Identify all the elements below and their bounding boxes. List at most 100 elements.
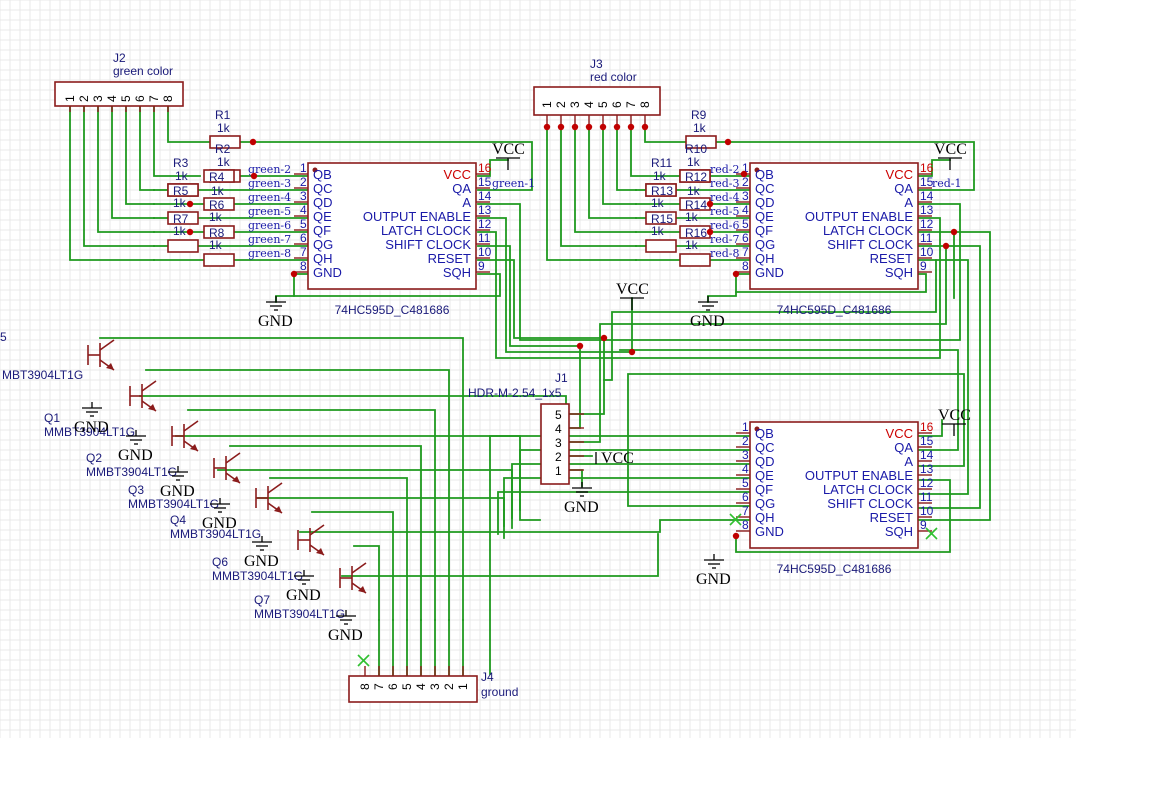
resistor-ref: R2 (215, 142, 231, 156)
chip-pin-number-left: 6 (300, 231, 307, 245)
chip-pin-name-right: LATCH CLOCK (823, 482, 913, 497)
j1-value: HDR-M-2.54_1x5 (468, 386, 562, 400)
chip-pin-number-left: 2 (742, 434, 749, 448)
net-label-green: green-3 (248, 177, 291, 190)
gnd-label: GND (690, 313, 725, 330)
vcc-label: VCC (492, 141, 525, 158)
net-label-green: green-6 (248, 219, 291, 232)
chip-pin-name-right: SHIFT CLOCK (385, 237, 471, 252)
transistor-value: MMBT3904LT1G (128, 497, 219, 511)
resistor-ref: R10 (685, 142, 707, 156)
chip-pin-number-right: 10 (920, 504, 934, 518)
resistor-ref: R7 (173, 212, 189, 226)
chip-pin-number-right: 11 (920, 231, 933, 245)
no-connect-marks (357, 513, 938, 667)
chip-pin-name-right: SHIFT CLOCK (827, 237, 913, 252)
connector-pin-number: 8 (638, 101, 652, 108)
chip-pin-name-left: QB (755, 426, 774, 441)
connector-pin-number: 1 (456, 683, 470, 690)
chip-pin-number-right: 15 (478, 175, 492, 189)
chip-pin-name-right: OUTPUT ENABLE (805, 468, 913, 483)
j1-pin-number: 5 (555, 408, 562, 422)
vcc-label: VCC (616, 281, 649, 298)
net-label-green: green-4 (248, 191, 291, 204)
chip-pin-number-left: 4 (300, 203, 307, 217)
transistor-value: MMBT3904LT1G (44, 425, 135, 439)
chip-pin-name-right: OUTPUT ENABLE (363, 209, 471, 224)
resistor-value: 1k (687, 155, 701, 169)
chip-pin-number-left: 2 (742, 175, 749, 189)
gnd-label: GND (286, 587, 321, 604)
chip-pin-name-right: A (904, 454, 913, 469)
connector-pin-number: 4 (414, 683, 428, 690)
connector-pin-number: 8 (161, 95, 175, 102)
j3-value: red color (590, 70, 637, 84)
connector-pin-number: 1 (63, 95, 77, 102)
resistor-body (203, 197, 235, 211)
resistor-ref: R13 (651, 184, 673, 198)
resistor-ref: R4 (209, 170, 225, 184)
vcc-label: VCC (934, 141, 967, 158)
resistor-value: 1k (175, 169, 189, 183)
resistor-value: 1k (173, 224, 187, 238)
chip-pin-name-right: SQH (443, 265, 471, 280)
gnd-label: GND (160, 483, 195, 500)
j4-value: ground (481, 685, 518, 699)
resistor-ref: R5 (173, 184, 189, 198)
chip-pin-number-left: 5 (300, 217, 307, 231)
chip-pin-number-right: 12 (920, 476, 934, 490)
resistor-ref: R6 (209, 198, 225, 212)
chip-pin-number-left: 4 (742, 203, 749, 217)
chip-pin-number-right: 14 (920, 189, 934, 203)
gnd-label: GND (696, 571, 731, 588)
resistor-value: 1k (217, 121, 231, 135)
chip-body (307, 162, 477, 290)
j3-ref: J3 (590, 57, 603, 71)
chip-pin-name-left: QC (313, 181, 333, 196)
chip-pin-number-right: 13 (920, 203, 934, 217)
transistor-value: MMBT3904LT1G (170, 527, 261, 541)
resistor-ref: R12 (685, 170, 707, 184)
vcc-label: VCC (938, 407, 971, 424)
chip-pin-number-left: 8 (300, 259, 307, 273)
chip-pin-number-left: 6 (742, 231, 749, 245)
chip-pin-name-right: RESET (870, 510, 913, 525)
net-label-red: red-8 (710, 247, 740, 260)
connector-pin-number: 2 (77, 95, 91, 102)
gnd-label: GND (328, 627, 363, 644)
chip-pin-number-left: 3 (742, 189, 749, 203)
chip-pin-number-right: 14 (920, 448, 934, 462)
connector-pin-number: 7 (624, 101, 638, 108)
net-label-red: red-1 (932, 177, 962, 190)
chip-pin-number-right: 16 (478, 161, 492, 175)
junctions (186, 123, 958, 540)
resistor-body (203, 169, 235, 183)
net-label-red: red-3 (710, 177, 740, 190)
gnd-label: GND (118, 447, 153, 464)
chip-value: 74HC595D_C481686 (777, 303, 892, 317)
transistor-array[interactable]: 5MBT3904LT1GQ1MMBT3904LT1GQ2MMBT3904LT1G… (0, 330, 367, 621)
transistor-ref: Q7 (254, 593, 270, 607)
resistor-body (167, 183, 199, 197)
chip-pin-number-right: 9 (920, 518, 927, 532)
chip-pin-name-left: QE (755, 209, 774, 224)
j2-value: green color (113, 64, 173, 78)
